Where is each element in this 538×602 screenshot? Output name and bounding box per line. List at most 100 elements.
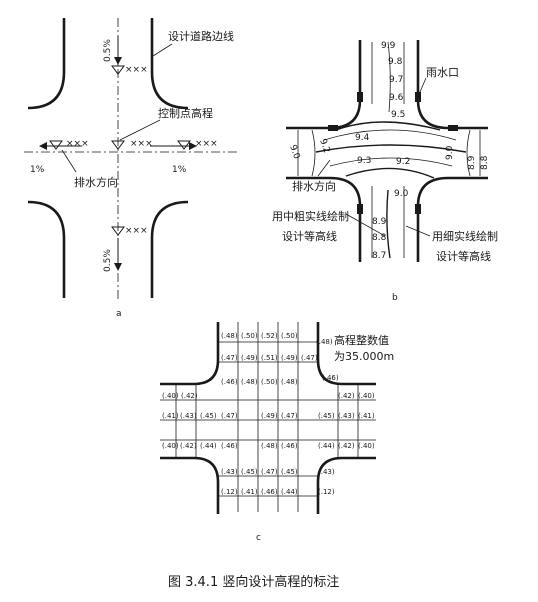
elev-c-r3-3: (.40)	[358, 392, 375, 400]
slope-left-label: 1%	[30, 165, 45, 175]
elev-c-r5-0: (.40)	[162, 442, 179, 450]
elev-top-3: 9.6	[389, 93, 404, 103]
elevation-grid	[160, 322, 376, 512]
panel-b-letter: b	[392, 293, 398, 303]
label-inlet: 雨水口	[426, 66, 459, 79]
elev-c-r4-4: (.49)	[261, 412, 278, 420]
label-medium-2: 设计等高线	[282, 229, 337, 243]
elev-c-r4-6: (.45)	[318, 412, 335, 420]
marks-left: ×××	[66, 139, 89, 149]
figure-caption: 图 3.4.1 竖向设计高程的标注	[168, 574, 339, 590]
elev-c-r5-1: (.42)	[180, 442, 197, 450]
elev-top-2: 9.7	[389, 75, 403, 85]
leader-fine	[405, 225, 431, 237]
elev-c-r0-4: (.48)	[316, 338, 333, 346]
label-road-edge: 设计道路边线	[168, 29, 234, 43]
label-b-drain: 排水方向	[292, 179, 336, 193]
marks-center: ×××	[130, 139, 153, 149]
elev-c-r5-6: (.44)	[318, 442, 335, 450]
elev-c-r4-2: (.45)	[200, 412, 217, 420]
elev-c-r7-4: (.12)	[318, 488, 335, 496]
elev-c-r7-0: (.12)	[221, 488, 238, 496]
elev-c-r4-1: (.43)	[180, 412, 197, 420]
elev-c-r3-1: (.42)	[181, 392, 198, 400]
elev-c-r4-5: (.47)	[281, 412, 298, 420]
elev-c-r0-0: (.48)	[221, 332, 238, 340]
elev-left-0: 9.2	[317, 138, 331, 155]
elev-c-r6-1: (.45)	[241, 468, 258, 476]
contour-arc-1	[335, 121, 441, 131]
curb-c-top-left	[160, 322, 220, 386]
leader-inlet	[419, 77, 427, 93]
elev-triangle-center	[111, 140, 125, 150]
elev-c-r6-2: (.47)	[261, 468, 278, 476]
elev-c-r6-0: (.43)	[221, 468, 238, 476]
slope-right-label: 1%	[172, 165, 187, 175]
elev-c-r2-0: (.46)	[221, 378, 238, 386]
inlet-top-left	[357, 92, 363, 102]
elev-c-r1-1: (.49)	[241, 354, 258, 362]
elev-c-r5-3: (.46)	[221, 442, 238, 450]
marks-right: ×××	[195, 139, 218, 149]
elev-bottom-1: 8.9	[372, 217, 387, 227]
panel-a: ××× ××× ××× ××× ××× 0.5% 0.5% 1% 1% 设计道路…	[24, 18, 240, 319]
panel-c-letter: c	[256, 533, 261, 543]
inlet-right	[448, 125, 458, 131]
elev-c-r5-2: (.44)	[200, 442, 217, 450]
slope-bottom-label: 0.5%	[103, 249, 113, 272]
inlet-bottom-right	[415, 204, 421, 214]
elev-c-r7-1: (.41)	[241, 488, 258, 496]
elev-c-r4-7: (.43)	[338, 412, 355, 420]
inlet-bottom-left	[357, 204, 363, 214]
elev-c-r5-4: (.48)	[261, 442, 278, 450]
leader-b-drain	[317, 159, 331, 177]
contour-arc-3	[315, 144, 467, 153]
elev-c-r2-4: (.46)	[322, 374, 339, 382]
leader-drain-dir	[61, 149, 77, 173]
elev-c-r1-2: (.51)	[261, 354, 278, 362]
elev-mid-1: 9.3	[357, 156, 371, 166]
elev-bottom-0: 9.0	[394, 189, 409, 199]
elev-mid-2: 9.2	[396, 157, 410, 167]
elev-c-r0-1: (.50)	[241, 332, 258, 340]
elev-c-r3-0: (.40)	[162, 392, 179, 400]
elev-top-1: 9.8	[388, 57, 403, 67]
curb-c-bottom-left	[160, 456, 220, 514]
contour-left-2	[311, 129, 316, 177]
curb-bottom-right	[150, 200, 189, 298]
elev-c-r4-3: (.47)	[221, 412, 238, 420]
elev-c-r0-3: (.50)	[281, 332, 298, 340]
elev-right-2: 8.8	[480, 155, 490, 170]
elev-triangle-bottom	[111, 226, 125, 236]
elev-c-r4-8: (.41)	[358, 412, 375, 420]
label-integer-2: 为35.000m	[334, 350, 394, 363]
elev-left-1: 9.0	[287, 144, 301, 161]
elev-triangle-top	[111, 65, 125, 75]
leader-control-elev	[119, 119, 161, 141]
label-drain-dir: 排水方向	[74, 175, 118, 189]
elev-c-r5-8: (.40)	[358, 442, 375, 450]
panel-a-letter: a	[116, 309, 122, 319]
elev-c-r1-0: (.47)	[221, 354, 238, 362]
curb-top-left	[27, 18, 66, 110]
curb-c-top-right	[316, 322, 376, 386]
elev-c-r1-3: (.49)	[281, 354, 298, 362]
label-medium-1: 用中粗实线绘制	[272, 209, 349, 223]
inlet-top-right	[415, 92, 421, 102]
curb-top-right	[150, 18, 189, 110]
label-fine-2: 设计等高线	[436, 249, 491, 263]
contour-arc-5	[345, 167, 435, 179]
panel-b: 9.9 9.8 9.7 9.6 9.5 9.4 9.3 9.2 9.2 9.0 …	[272, 40, 498, 303]
curb-b-top-left	[286, 40, 362, 130]
elev-c-r6-3: (.45)	[281, 468, 298, 476]
elev-triangle-right	[177, 140, 191, 150]
curb-bottom-left	[27, 200, 66, 298]
curb-b-top-right	[416, 40, 488, 130]
contour-top-2	[387, 41, 391, 113]
contour-right-1	[466, 129, 471, 177]
elev-top-4: 9.5	[391, 110, 405, 120]
leader-medium	[345, 213, 386, 237]
label-control-elev: 控制点高程	[158, 106, 213, 120]
contour-arc-2	[323, 129, 457, 141]
